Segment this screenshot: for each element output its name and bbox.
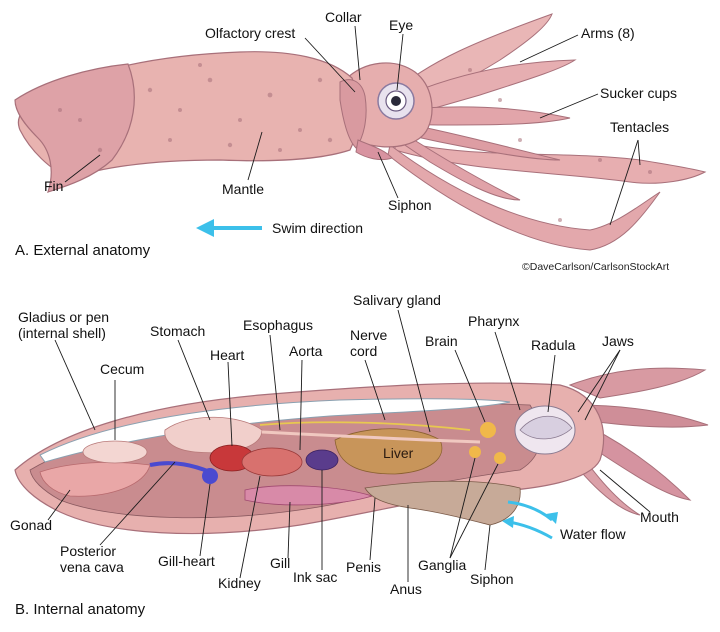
section-title-external: A. External anatomy <box>15 242 151 259</box>
label-ganglia: Ganglia <box>418 557 466 573</box>
label-eye: Eye <box>389 17 413 33</box>
label-nerve-line2: cord <box>350 343 377 359</box>
label-sucker-cups: Sucker cups <box>600 85 677 101</box>
label-arms: Arms (8) <box>581 25 635 41</box>
label-aorta: Aorta <box>289 343 323 359</box>
label-cecum: Cecum <box>100 361 144 377</box>
label-radula: Radula <box>531 337 576 353</box>
copyright-credit: ©DaveCarlson/CarlsonStockArt <box>522 261 669 273</box>
label-pharynx: Pharynx <box>468 313 519 329</box>
label-water-flow: Water flow <box>560 526 626 542</box>
label-kidney: Kidney <box>218 575 261 591</box>
label-gladius-line1: Gladius or pen <box>18 309 109 325</box>
swim-direction-arrow <box>196 219 262 237</box>
internal-leader-lines <box>47 309 651 582</box>
external-squid-illustration <box>14 13 707 251</box>
label-gill: Gill <box>270 555 290 571</box>
label-mouth: Mouth <box>640 509 679 525</box>
internal-squid-illustration <box>14 367 709 535</box>
label-gill-heart: Gill-heart <box>158 553 215 569</box>
label-fin: Fin <box>44 178 63 194</box>
label-stomach: Stomach <box>150 323 205 339</box>
label-posterior-line2: vena cava <box>60 559 124 575</box>
label-jaws: Jaws <box>602 333 634 349</box>
section-title-internal: B. Internal anatomy <box>15 601 146 618</box>
label-mantle: Mantle <box>222 181 264 197</box>
label-nerve-line1: Nerve <box>350 327 388 343</box>
label-ink-sac: Ink sac <box>293 569 337 585</box>
external-leader-lines <box>64 25 641 226</box>
label-tentacles: Tentacles <box>610 119 669 135</box>
label-swim-direction: Swim direction <box>272 220 363 236</box>
label-gladius-line2: (internal shell) <box>18 325 106 341</box>
label-siphon-internal: Siphon <box>470 571 514 587</box>
label-brain: Brain <box>425 333 458 349</box>
label-esophagus: Esophagus <box>243 317 313 333</box>
label-liver: Liver <box>383 445 414 461</box>
label-siphon-external: Siphon <box>388 197 432 213</box>
label-anus: Anus <box>390 581 422 597</box>
label-penis: Penis <box>346 559 381 575</box>
label-heart: Heart <box>210 347 244 363</box>
water-flow-arrows <box>502 500 558 540</box>
label-posterior-line1: Posterior <box>60 543 116 559</box>
label-olfactory-crest: Olfactory crest <box>205 25 295 41</box>
label-salivary-gland: Salivary gland <box>353 292 441 308</box>
label-collar: Collar <box>325 9 362 25</box>
label-gonad: Gonad <box>10 517 52 533</box>
